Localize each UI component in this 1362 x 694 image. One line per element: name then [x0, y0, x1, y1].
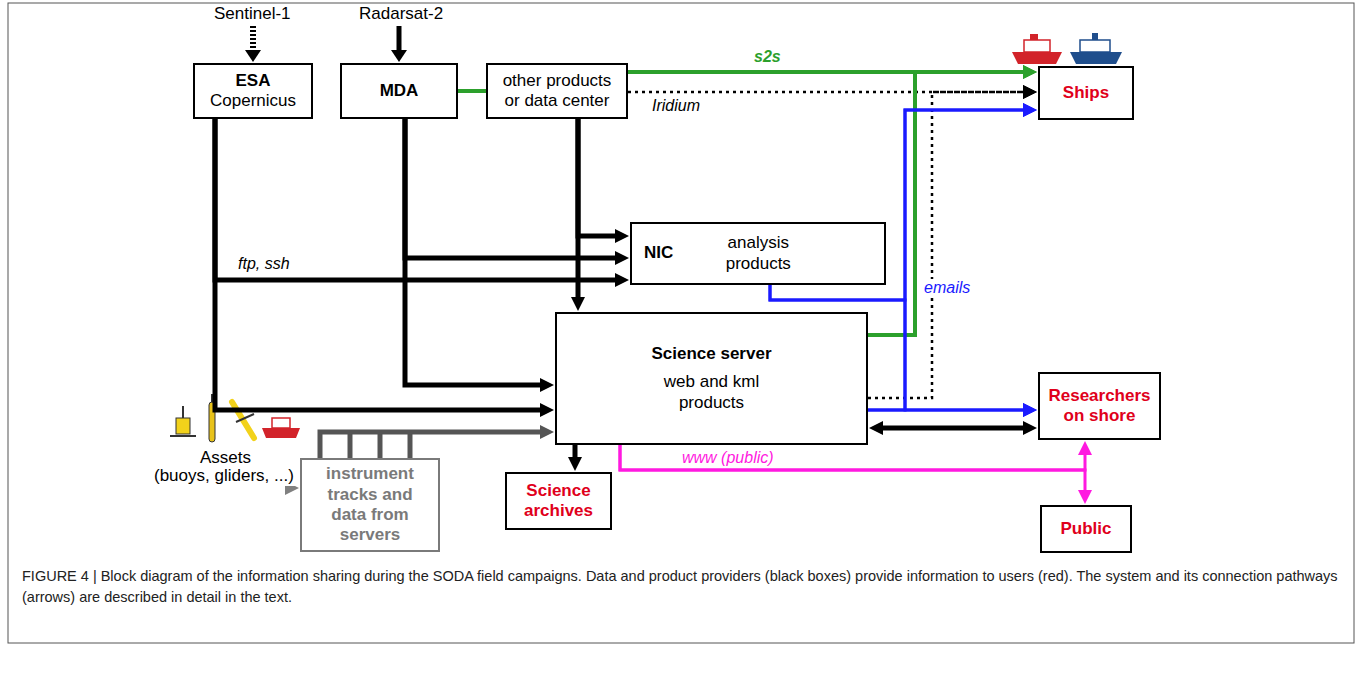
node-text: analysis products: [713, 233, 803, 274]
node-box: instrument tracks and data from servers: [300, 458, 440, 552]
node-text: MDA: [380, 81, 419, 101]
node-box: Public: [1040, 505, 1132, 553]
node-text: Science archives: [515, 481, 602, 522]
node-text: Science server: [651, 344, 771, 364]
node-box: other products or data center: [486, 63, 628, 119]
node-text: instrument tracks and data from servers: [310, 464, 430, 546]
edge-label: Iridium: [650, 97, 702, 115]
node-box: Science archives: [505, 472, 612, 530]
figure-frame: [8, 3, 1354, 643]
connector: [868, 409, 1030, 412]
connector: [620, 445, 1085, 497]
connector: [405, 119, 547, 385]
connector: [868, 110, 1030, 410]
connector: [573, 445, 578, 464]
node-text: Public: [1060, 519, 1111, 539]
figure-caption: FIGURE 4 | Block diagram of the informat…: [22, 566, 1340, 608]
buoy-icon: [170, 406, 196, 436]
glider-icon: [232, 402, 254, 438]
node-box: NIC analysis products: [630, 222, 886, 285]
edge-label: ftp, ssh: [236, 255, 292, 273]
ship-icon: [262, 418, 300, 438]
node-box: Science server web and kml products: [555, 312, 868, 445]
connector: [215, 119, 547, 410]
sentinel-head: [245, 50, 261, 62]
node-text: ESA: [236, 71, 271, 91]
connector: [620, 445, 1085, 470]
connector: [320, 432, 547, 458]
node-box: Ships: [1038, 66, 1134, 120]
free-label: (buoys, gliders, ...): [152, 466, 296, 486]
connector: [405, 119, 622, 258]
connector: [215, 119, 622, 280]
connector: [876, 426, 1030, 431]
connector: [576, 119, 581, 304]
connector: [868, 92, 1030, 398]
node-text: Ships: [1063, 83, 1109, 103]
ship-icon: [1012, 34, 1062, 64]
asset-link: [287, 486, 292, 491]
node-text: Copernicus: [210, 91, 296, 111]
edge-label: emails: [922, 279, 972, 297]
node-box: Researchers on shore: [1038, 372, 1161, 440]
free-label: Sentinel-1: [212, 4, 293, 24]
connector: [458, 89, 486, 93]
free-label: Radarsat-2: [357, 4, 445, 24]
node-box: ESACopernicus: [193, 63, 313, 119]
radarsat-link: [397, 26, 402, 54]
node-text: web and kml products: [657, 372, 767, 413]
radarsat-head: [391, 50, 407, 62]
edge-label: www (public): [680, 449, 776, 467]
node-box: MDA: [340, 63, 458, 119]
edge-label: s2s: [752, 48, 783, 66]
node-text: Researchers on shore: [1048, 386, 1151, 427]
node-text: NIC: [644, 243, 673, 263]
ship-icon: [1070, 33, 1122, 64]
free-label: Assets: [198, 448, 253, 468]
connector: [578, 119, 622, 236]
node-text: other products or data center: [496, 71, 618, 112]
